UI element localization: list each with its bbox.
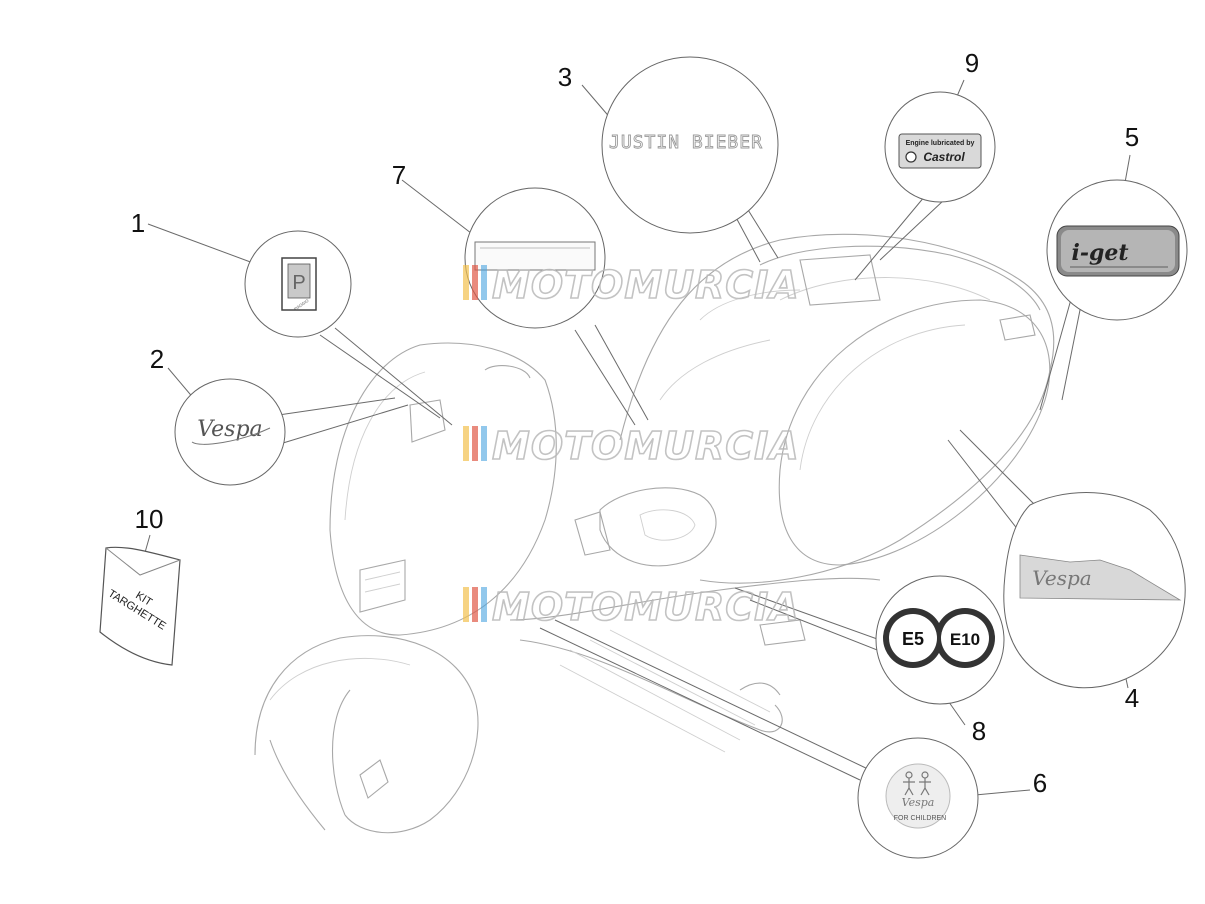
vespa-side-text: Vespa xyxy=(1032,566,1091,590)
part-3-justin-bieber-decal: JUSTIN BIEBER xyxy=(601,56,779,234)
part-1-piaggio-badge: P PIAGGIO xyxy=(244,230,352,338)
callout-number-8: 8 xyxy=(972,716,986,746)
callout-circle xyxy=(174,378,286,486)
fuel-badge-icon: E5 E10 xyxy=(883,608,995,668)
svg-text:P: P xyxy=(292,272,305,294)
callout-number-7: 7 xyxy=(392,160,406,190)
for-children-text: FOR CHILDREN xyxy=(894,815,947,822)
piaggio-logo-icon: P PIAGGIO xyxy=(281,257,317,312)
fuel-e5-text: E5 xyxy=(902,629,924,649)
callout-number-3: 3 xyxy=(558,62,572,92)
vespa-children-text: Vespa xyxy=(902,796,935,809)
watermark-3: MOTOMURCIA xyxy=(463,584,800,630)
castrol-line2-text: Castrol xyxy=(923,150,965,164)
fuel-e10-text: E10 xyxy=(950,630,980,649)
callout-numbers: 1 2 3 4 5 6 7 8 9 10 xyxy=(131,48,1139,798)
callout-number-5: 5 xyxy=(1125,122,1139,152)
watermark-text: MOTOMURCIA xyxy=(492,263,800,307)
vespa-script-text: Vespa xyxy=(197,417,262,442)
watermark-2: MOTOMURCIA xyxy=(463,423,800,469)
watermark-1: MOTOMURCIA xyxy=(463,262,800,308)
part-7-plate xyxy=(464,187,606,329)
part-8-fuel-label: E5 E10 xyxy=(875,575,1005,705)
callout-number-2: 2 xyxy=(150,344,164,374)
part-9-castrol-decal: Engine lubricated by Castrol xyxy=(884,91,996,203)
two-children-icon xyxy=(903,771,931,796)
castrol-line1-text: Engine lubricated by xyxy=(906,140,975,147)
watermark-text: MOTOMURCIA xyxy=(492,424,800,468)
callout-circle xyxy=(601,56,779,234)
part-4-vespa-side-badge: Vespa xyxy=(1003,492,1186,689)
callout-number-10: 10 xyxy=(135,504,164,534)
callout-number-6: 6 xyxy=(1033,768,1047,798)
part-10-kit-envelope: KIT TARGHETTE xyxy=(99,546,181,666)
part-2-vespa-script: Vespa xyxy=(174,378,286,486)
castrol-logo-icon xyxy=(905,151,917,163)
callout-number-4: 4 xyxy=(1125,683,1139,713)
callout-number-9: 9 xyxy=(965,48,979,78)
callout-number-1: 1 xyxy=(131,208,145,238)
part-5-iget-badge: i-get xyxy=(1046,179,1188,321)
part-6-for-children-decal: Vespa FOR CHILDREN xyxy=(857,737,979,859)
watermark-text: MOTOMURCIA xyxy=(492,585,800,629)
justin-bieber-text: JUSTIN BIEBER xyxy=(609,132,763,153)
iget-text: i-get xyxy=(1071,240,1128,266)
